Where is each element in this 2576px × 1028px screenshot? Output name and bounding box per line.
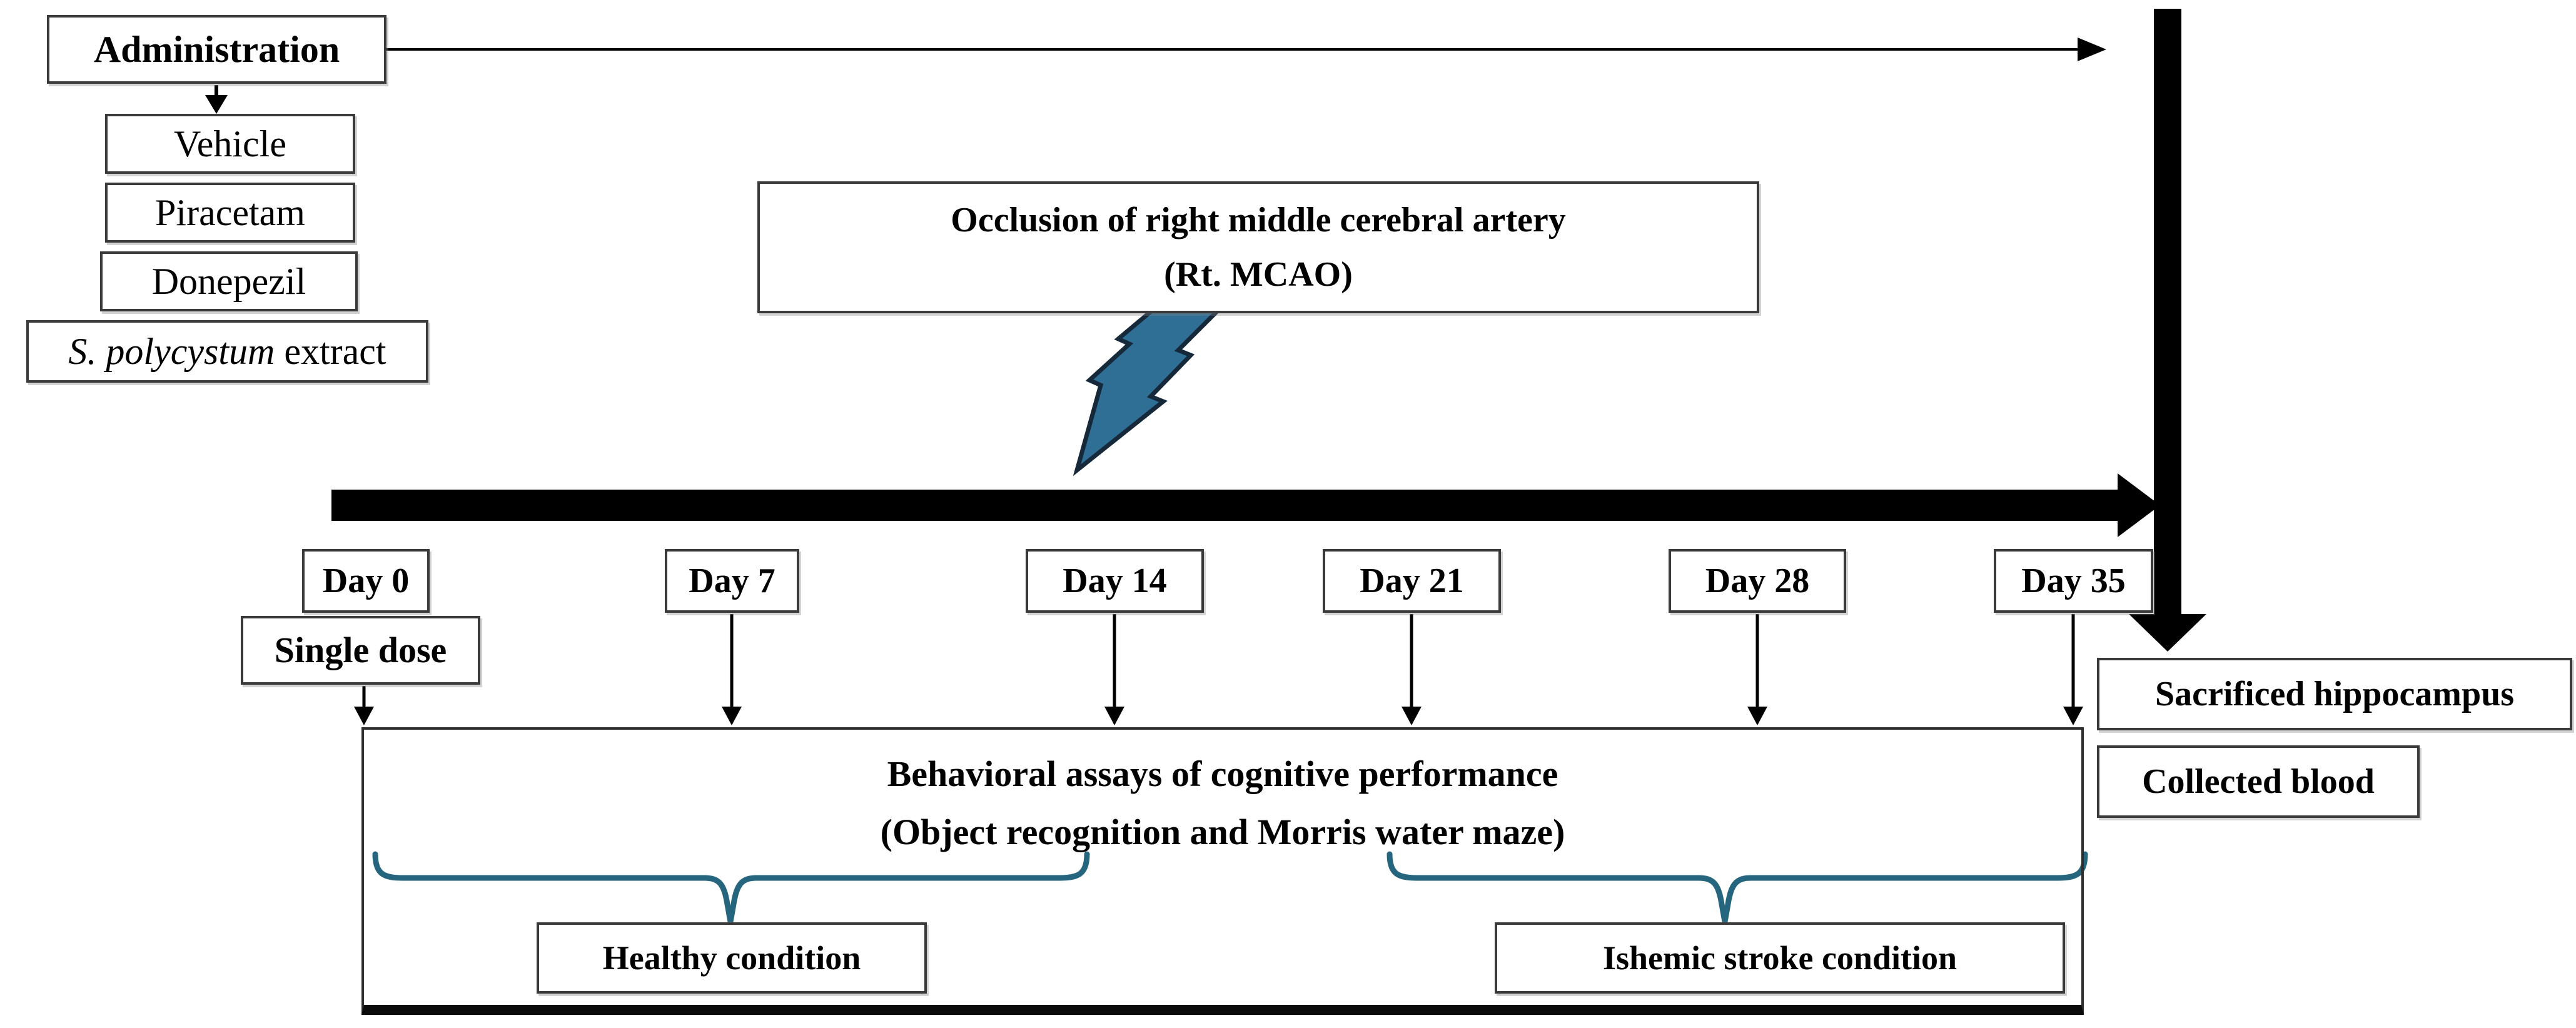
treatment-label-piracetam: Piracetam [155,191,305,233]
day-box-14: Day 14 [1026,549,1204,613]
day-box-0: Day 0 [302,549,430,613]
treatment-label-donepezil: Donepezil [151,260,306,302]
day-label-0: Day 0 [322,561,410,600]
assay-title-line2: (Object recognition and Morris water maz… [880,811,1565,852]
administration-box: Administration [47,15,386,84]
single-dose-box: Single dose [241,616,480,685]
day-marker-arrows [362,614,2075,710]
healthy-brace-icon [372,851,1090,922]
administration-connector-arrowhead-icon [2078,38,2106,61]
endpoint-vertical-arrowhead-icon [2129,614,2206,652]
occlusion-box: Occlusion of right middle cerebral arter… [757,181,1759,313]
treatment-box-extract: S. polycystum extract [26,320,428,383]
treatment-label-vehicle: Vehicle [174,123,286,164]
treatment-label-extract-species: S. polycystum [68,330,275,372]
single-dose-label: Single dose [274,629,447,670]
sacrificed-hippocampus-box: Sacrificed hippocampus [2097,658,2572,730]
day-box-7: Day 7 [665,549,799,613]
assay-container-box [361,727,2084,1015]
day-label-21: Day 21 [1360,561,1464,600]
timeline-arrowhead-icon [2118,473,2160,537]
assay-title-line1: Behavioral assays of cognitive performan… [887,753,1558,794]
administration-down-arrowhead-icon [205,95,228,114]
day-label-28: Day 28 [1705,561,1810,600]
day-marker-arrowheads [354,707,2083,725]
lightning-bolt-icon [1073,303,1229,476]
day-box-35: Day 35 [1994,549,2153,613]
timeline-bar [331,490,2118,521]
day-label-14: Day 14 [1063,561,1167,600]
healthy-condition-box: Healthy condition [537,922,927,994]
occlusion-line2: (Rt. MCAO) [1164,254,1353,294]
ischemic-brace-icon [1386,851,2088,922]
treatment-label-extract-rest: extract [275,330,386,372]
day-box-28: Day 28 [1669,549,1846,613]
endpoint-vertical-bar [2154,9,2181,614]
healthy-condition-label: Healthy condition [602,939,861,977]
ischemic-condition-box: Ishemic stroke condition [1495,922,2065,994]
assay-title: Behavioral assays of cognitive performan… [361,745,2084,862]
collected-blood-box: Collected blood [2097,745,2420,818]
collected-blood-label: Collected blood [2142,762,2375,801]
treatment-box-donepezil: Donepezil [100,251,358,311]
day-label-35: Day 35 [2021,561,2126,600]
day-box-21: Day 21 [1323,549,1501,613]
sacrificed-hippocampus-label: Sacrificed hippocampus [2154,674,2515,713]
ischemic-condition-label: Ishemic stroke condition [1602,939,1957,977]
occlusion-line1: Occlusion of right middle cerebral arter… [951,200,1566,239]
administration-label: Administration [93,28,340,70]
day-label-7: Day 7 [689,561,775,600]
treatment-box-piracetam: Piracetam [105,183,355,243]
treatment-box-vehicle: Vehicle [105,114,355,174]
